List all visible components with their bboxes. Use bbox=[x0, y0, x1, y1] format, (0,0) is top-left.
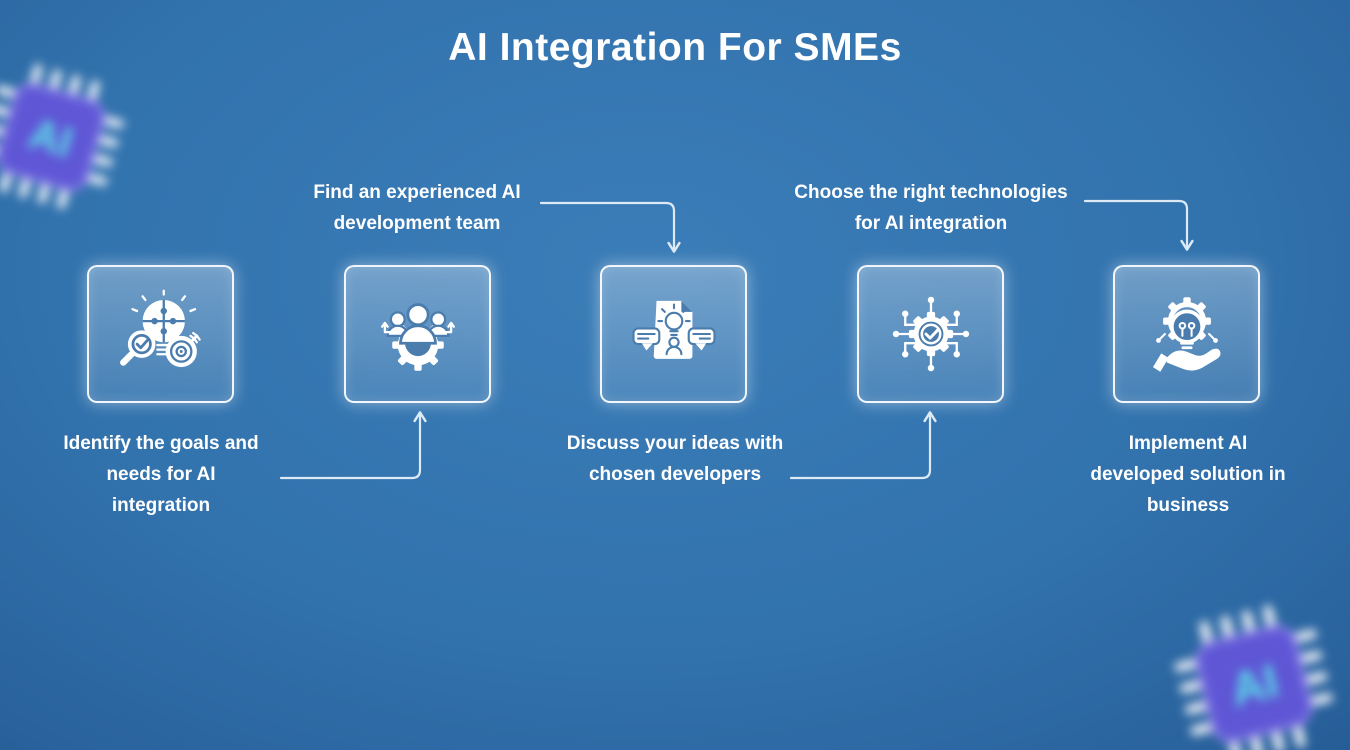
step-1-box bbox=[87, 265, 234, 403]
ai-chip-decoration-bottom-right: AI bbox=[1159, 589, 1348, 750]
ai-chip-decoration-top-left: AI bbox=[0, 49, 139, 225]
step-1-label-line: integration bbox=[111, 495, 211, 516]
arrow-step2-to-step3 bbox=[539, 201, 681, 253]
ai-chip-icon: AI bbox=[0, 64, 124, 210]
page-title: AI Integration For SMEs bbox=[448, 26, 902, 69]
step-4-label: Choose the right technologies for AI int… bbox=[771, 177, 1091, 239]
step-4-label-line: Choose the right technologies bbox=[794, 182, 1068, 203]
step-5-label-line: Implement AI bbox=[1128, 433, 1248, 454]
arrow-step3-to-step4 bbox=[789, 411, 937, 480]
step-5-label-line: business bbox=[1146, 495, 1230, 516]
step-4-box bbox=[857, 265, 1004, 403]
step-2-label-line: Find an experienced AI bbox=[313, 182, 521, 203]
development-team-icon bbox=[380, 303, 455, 371]
step-2-label: Find an experienced AI development team bbox=[277, 177, 557, 239]
step-1-label-line: needs for AI bbox=[106, 464, 216, 485]
step-3-box bbox=[600, 265, 747, 403]
step-4-label-line: for AI integration bbox=[854, 213, 1008, 234]
ai-chip-icon: AI bbox=[1174, 605, 1333, 750]
step-5-label: Implement AI developed solution in busin… bbox=[1068, 428, 1308, 521]
step-1-label: Identify the goals and needs for AI inte… bbox=[41, 428, 281, 521]
implement-solution-icon bbox=[1152, 297, 1221, 372]
choose-technologies-icon bbox=[892, 296, 969, 372]
step-3-label-line: Discuss your ideas with bbox=[566, 433, 784, 454]
identify-goals-icon bbox=[119, 289, 201, 368]
step-1-label-line: Identify the goals and bbox=[63, 433, 259, 454]
discuss-ideas-icon bbox=[631, 300, 716, 359]
step-5-box bbox=[1113, 265, 1260, 403]
arrow-step1-to-step2 bbox=[279, 411, 427, 480]
arrow-step4-to-step5 bbox=[1083, 199, 1194, 251]
step-3-label: Discuss your ideas with chosen developer… bbox=[545, 428, 805, 490]
step-2-label-line: development team bbox=[333, 213, 501, 234]
step-2-box bbox=[344, 265, 491, 403]
step-3-label-line: chosen developers bbox=[588, 464, 762, 485]
step-5-label-line: developed solution in bbox=[1090, 464, 1286, 485]
